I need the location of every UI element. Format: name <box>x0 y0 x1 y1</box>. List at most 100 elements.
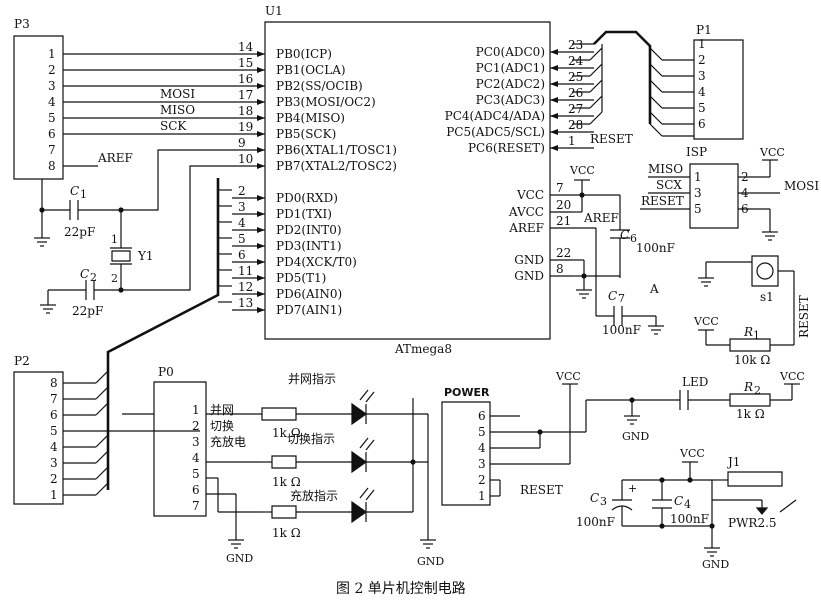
p3-body <box>14 36 63 179</box>
connector-pin-number: 4 <box>50 440 58 454</box>
c6-letter: C <box>620 228 629 242</box>
u1-pin-number: 16 <box>238 72 253 86</box>
gnd-label-p0: GND <box>226 552 253 565</box>
u1-pin-number: 8 <box>556 262 564 276</box>
connector-pin-number: 2 <box>192 419 200 433</box>
net-sck: SCK <box>160 119 187 133</box>
u1-pin-number: 11 <box>238 264 253 278</box>
connector-pin-number: 6 <box>50 408 58 422</box>
pd-bus <box>108 178 232 490</box>
p1-body <box>694 40 743 139</box>
connector-pin-number: 4 <box>48 95 56 109</box>
u1-power-network <box>572 180 664 334</box>
isp-pin-4: 4 <box>741 186 749 200</box>
c4-value: 100nF <box>670 512 709 526</box>
connector-pin-number: 1 <box>48 47 56 61</box>
connector-pin-number: 3 <box>50 456 58 470</box>
pin-arrow-icon <box>550 113 558 119</box>
power-ref: POWER <box>444 386 490 399</box>
y1-ref: Y1 <box>137 249 154 263</box>
c3-plus: + <box>628 482 637 495</box>
y1-pin1: 1 <box>111 233 118 246</box>
u1-pin-name: AREF <box>508 221 544 235</box>
u1-pin-name: PB1(OCLA) <box>276 63 346 77</box>
connector-pin-number: 5 <box>698 101 706 115</box>
led-ref: LED <box>682 375 708 389</box>
c6-value: 100nF <box>636 241 675 255</box>
pin-arrow-icon <box>257 83 265 89</box>
c7-sub: 7 <box>618 292 625 305</box>
u1-pin-number: 27 <box>568 102 583 116</box>
u1-pin-name: PC3(ADC3) <box>476 93 545 107</box>
vcc-r1: VCC <box>693 315 719 328</box>
pin-arrow-icon <box>257 67 265 73</box>
net-miso: MISO <box>160 103 195 117</box>
pin-arrow-icon <box>550 129 558 135</box>
gnd-j1: GND <box>702 558 729 571</box>
u1-pin-number: 14 <box>238 40 254 54</box>
connector-pin-number: 2 <box>48 63 56 77</box>
u1-pin-number: 13 <box>238 296 253 310</box>
pin-arrow-icon <box>550 65 558 71</box>
pin-arrow-icon <box>257 259 265 265</box>
crystal-circuit <box>34 150 232 313</box>
u1-pin-number: 23 <box>568 38 583 52</box>
u1-pin-name: GND <box>514 253 544 267</box>
c3-letter: C <box>590 491 599 505</box>
connector-pin-number: 8 <box>48 159 56 173</box>
connector-pin-number: 4 <box>698 85 706 99</box>
connector-pin-number: 3 <box>698 69 706 83</box>
connector-pin-number: 8 <box>50 376 58 390</box>
s1-ref: s1 <box>760 290 774 304</box>
u1-pin-name: PD3(INT1) <box>276 239 342 253</box>
connector-pin-number: 6 <box>192 483 200 497</box>
u1-pin-name: PC2(ADC2) <box>476 77 545 91</box>
pin-arrow-icon <box>550 81 558 87</box>
isp-ref: ISP <box>686 145 707 159</box>
connector-pin-number: 5 <box>50 424 58 438</box>
p3-ref: P3 <box>14 17 30 31</box>
c7-value: 100nF <box>602 323 641 337</box>
u1-pin-number: 25 <box>568 70 583 84</box>
u1-pin-number: 7 <box>556 181 564 195</box>
p0-ref: P0 <box>158 365 174 379</box>
u1-pin-number: 20 <box>556 198 571 212</box>
u1-pin-number: 18 <box>238 104 253 118</box>
isp-pin-1: 1 <box>694 170 702 184</box>
pin-arrow-icon <box>257 275 265 281</box>
power-body <box>442 402 490 505</box>
isp-vcc: VCC <box>759 146 785 159</box>
u1-pin-name: PB4(MISO) <box>276 111 345 125</box>
gnd-label-led: GND <box>417 555 444 568</box>
connector-pin-number: 7 <box>50 392 58 406</box>
r1-sub: 1 <box>753 329 760 342</box>
connector-pin-number: 2 <box>698 53 706 67</box>
led3-label: 充放指示 <box>290 488 338 503</box>
isp-label-reset: RESET <box>641 194 684 208</box>
vcc-r2: VCC <box>779 370 805 383</box>
pin-arrow-icon <box>550 97 558 103</box>
s1-button <box>752 256 778 286</box>
net-mosi: MOSI <box>160 87 195 101</box>
u1-pin-name: PC5(ADC5/SCL) <box>446 125 545 139</box>
u1-pin-name: PD6(AIN0) <box>276 287 342 301</box>
p2-body <box>14 372 63 504</box>
pin-arrow-icon <box>257 227 265 233</box>
pin-arrow-icon <box>257 195 265 201</box>
p2-ref: P2 <box>14 354 30 368</box>
pin-arrow-icon <box>257 307 265 313</box>
u1-pin-number: 6 <box>238 248 246 262</box>
u1-pin-number: 22 <box>556 246 571 260</box>
u1-pin-name: PB2(SS/OCIB) <box>276 79 363 93</box>
vcc-j1: VCC <box>679 447 705 460</box>
led-indicators <box>262 390 436 548</box>
u1-pin-name: PD4(XCK/T0) <box>276 255 357 269</box>
connector-pin-number: 1 <box>698 37 706 51</box>
connector-pin-number: 3 <box>48 79 56 93</box>
